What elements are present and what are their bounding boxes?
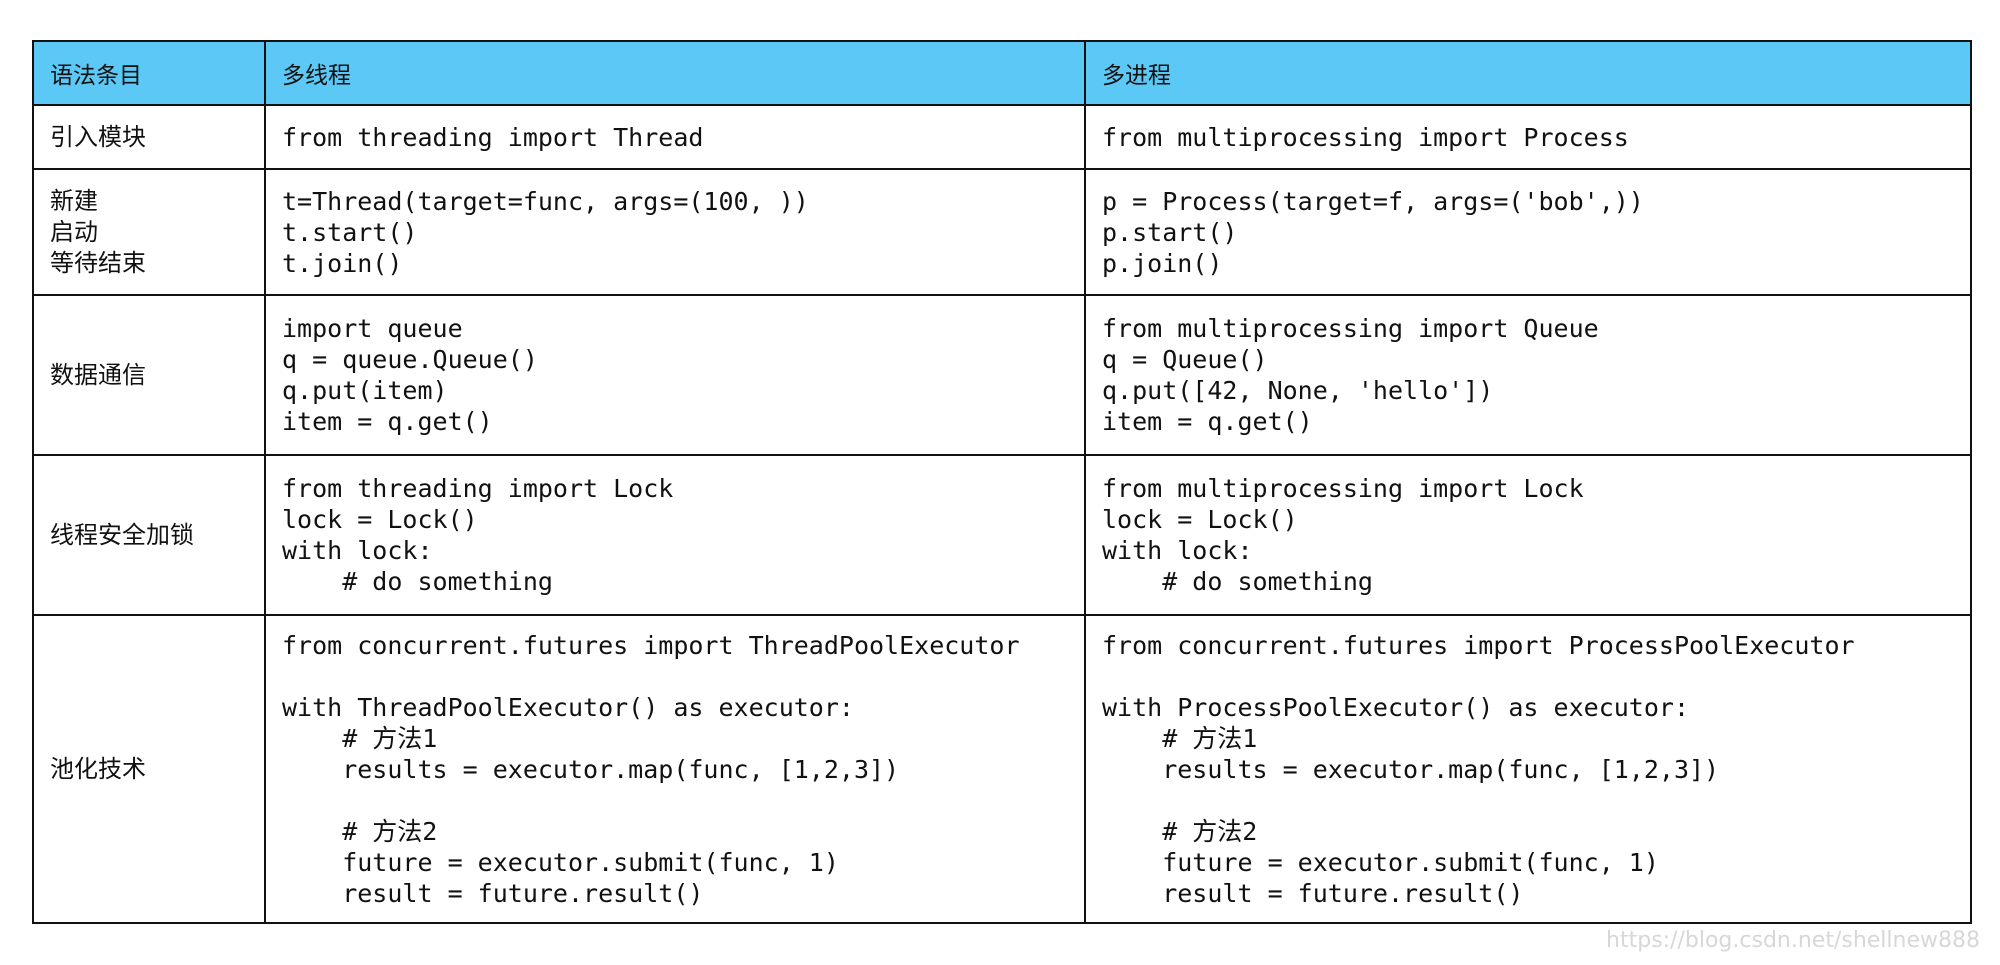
table-row-import: 引入模块 from threading import Thread from m… [32, 104, 1972, 170]
thread-code: from concurrent.futures import ThreadPoo… [264, 614, 1086, 924]
process-code: from concurrent.futures import ProcessPo… [1084, 614, 1972, 924]
header-multiprocessing: 多进程 [1084, 40, 1972, 106]
comparison-table: 语法条目 多线程 多进程 引入模块 from threading import … [32, 40, 1972, 924]
row-label: 新建 启动 等待结束 [32, 168, 266, 296]
row-label: 线程安全加锁 [32, 454, 266, 616]
table-row-data-communication: 数据通信 import queue q = queue.Queue() q.pu… [32, 294, 1972, 456]
header-row: 语法条目 多线程 多进程 [32, 40, 1972, 106]
header-syntax-item: 语法条目 [32, 40, 266, 106]
table-row-pooling: 池化技术 from concurrent.futures import Thre… [32, 614, 1972, 924]
process-code: from multiprocessing import Process [1084, 104, 1972, 170]
thread-code: t=Thread(target=func, args=(100, )) t.st… [264, 168, 1086, 296]
process-code: p = Process(target=f, args=('bob',)) p.s… [1084, 168, 1972, 296]
thread-code: from threading import Thread [264, 104, 1086, 170]
watermark-text: https://blog.csdn.net/shellnew888 [1606, 928, 1980, 953]
row-label: 池化技术 [32, 614, 266, 924]
table-row-create-start-join: 新建 启动 等待结束 t=Thread(target=func, args=(1… [32, 168, 1972, 296]
process-code: from multiprocessing import Lock lock = … [1084, 454, 1972, 616]
thread-code: import queue q = queue.Queue() q.put(ite… [264, 294, 1086, 456]
row-label: 引入模块 [32, 104, 266, 170]
row-label: 数据通信 [32, 294, 266, 456]
process-code: from multiprocessing import Queue q = Qu… [1084, 294, 1972, 456]
thread-code: from threading import Lock lock = Lock()… [264, 454, 1086, 616]
table-row-locking: 线程安全加锁 from threading import Lock lock =… [32, 454, 1972, 616]
header-multithreading: 多线程 [264, 40, 1086, 106]
